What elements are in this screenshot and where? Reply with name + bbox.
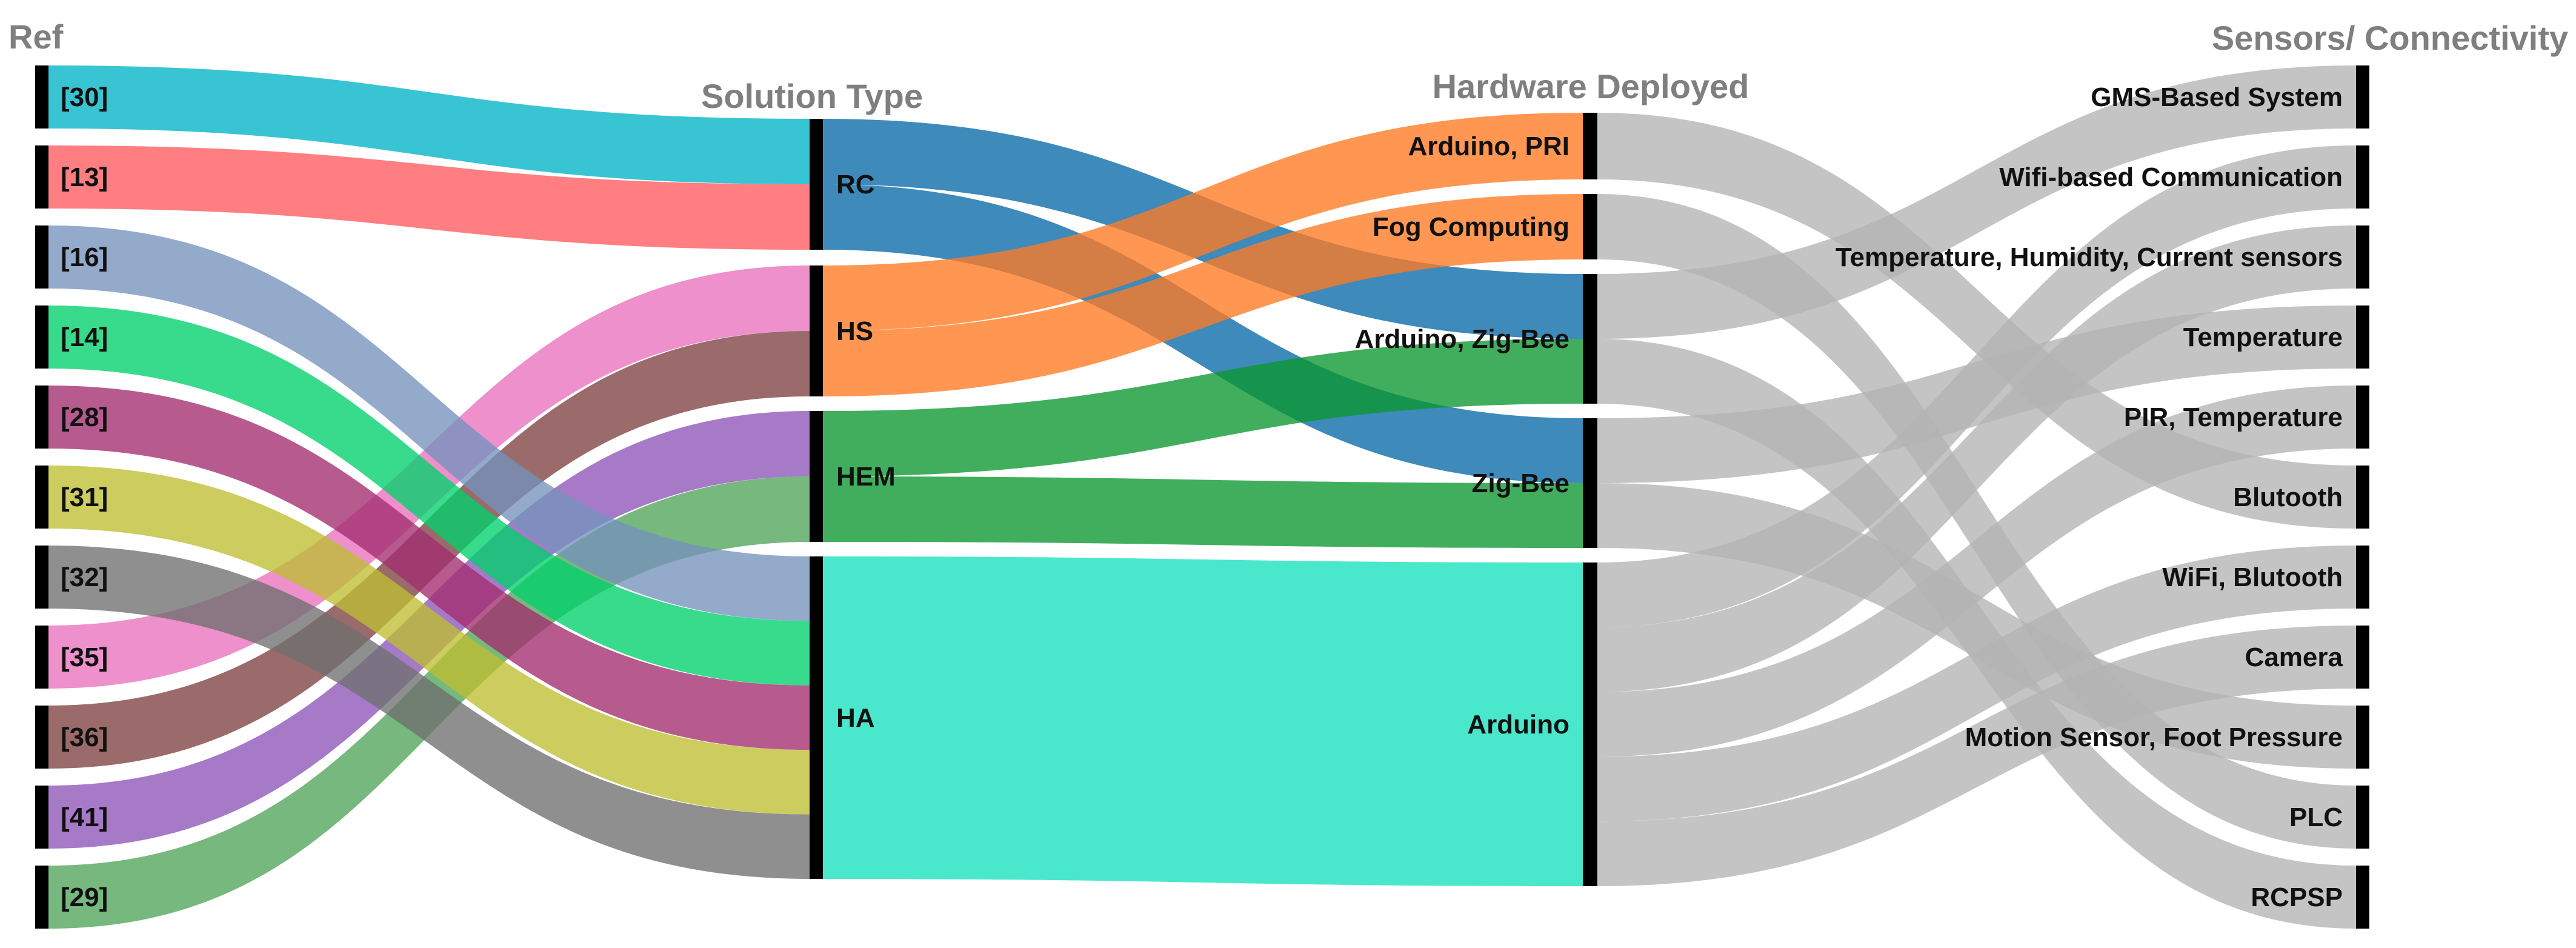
node-label-PIR: PIR, Temperature bbox=[2124, 402, 2343, 432]
link-HEM-to-Zig bbox=[823, 476, 1583, 548]
node-label-r31: [31] bbox=[61, 482, 108, 512]
node-bar-Wifi bbox=[2356, 145, 2369, 209]
nodes-layer bbox=[35, 65, 2369, 929]
link-HS-to-ArdPRI bbox=[823, 113, 1583, 331]
node-label-r36: [36] bbox=[61, 723, 108, 752]
link-r28-to-HA bbox=[48, 386, 810, 750]
link-ArdPRI-to-Blu bbox=[1597, 113, 2356, 529]
node-label-RC: RC bbox=[836, 170, 875, 199]
node-bar-Temp bbox=[2356, 305, 2369, 369]
node-label-HS: HS bbox=[836, 316, 873, 346]
node-label-Motion: Motion Sensor, Foot Pressure bbox=[1965, 723, 2343, 752]
node-bar-PLC bbox=[2356, 786, 2369, 849]
node-label-r28: [28] bbox=[61, 402, 108, 432]
ref-column-header: Ref bbox=[8, 18, 64, 56]
link-Ard-to-Cam bbox=[1597, 626, 2356, 886]
link-HA-to-Ard bbox=[823, 556, 1583, 886]
link-Fog-to-PLC bbox=[1597, 194, 2356, 849]
node-bar-ArdPRI bbox=[1583, 113, 1597, 179]
link-Ard-to-PIR bbox=[1597, 386, 2356, 757]
link-Ard-to-THC bbox=[1597, 225, 2356, 692]
node-label-r35: [35] bbox=[61, 643, 108, 672]
node-label-THC: Temperature, Humidity, Current sensors bbox=[1835, 242, 2343, 272]
node-label-Zig: Zig-Bee bbox=[1472, 469, 1569, 498]
node-bar-r36 bbox=[35, 706, 48, 769]
node-label-Blu: Blutooth bbox=[2233, 482, 2343, 512]
node-label-r13: [13] bbox=[61, 162, 108, 192]
node-bar-r32 bbox=[35, 546, 48, 609]
node-label-RCPSP: RCPSP bbox=[2251, 883, 2343, 912]
node-bar-r14 bbox=[35, 305, 48, 369]
hardware-column-header: Hardware Deployed bbox=[1433, 67, 1749, 105]
node-label-Wifi: Wifi-based Communication bbox=[1999, 162, 2343, 192]
node-bar-r16 bbox=[35, 225, 48, 289]
node-bar-Blu bbox=[2356, 466, 2369, 529]
node-bar-r35 bbox=[35, 626, 48, 689]
node-bar-GMS bbox=[2356, 65, 2369, 129]
links-layer bbox=[48, 65, 2356, 929]
node-bar-r28 bbox=[35, 386, 48, 449]
link-r31-to-HA bbox=[48, 466, 810, 815]
node-bar-RCPSP bbox=[2356, 866, 2369, 929]
node-bar-r30 bbox=[35, 65, 48, 129]
node-bar-RC bbox=[810, 119, 823, 250]
node-bar-ArdZig bbox=[1583, 274, 1597, 404]
node-bar-WiBlu bbox=[2356, 546, 2369, 609]
node-bar-r29 bbox=[35, 866, 48, 929]
node-bar-Cam bbox=[2356, 626, 2369, 689]
node-bar-Zig bbox=[1583, 418, 1597, 548]
node-bar-Ard bbox=[1583, 562, 1597, 886]
node-bar-r13 bbox=[35, 145, 48, 209]
sensors-column-header: Sensors/ Connectivity bbox=[2212, 19, 2568, 57]
node-label-Temp: Temperature bbox=[2183, 322, 2343, 352]
labels-layer: Ref Solution Type Hardware Deployed Sens… bbox=[8, 18, 2568, 912]
node-bar-r31 bbox=[35, 466, 48, 529]
node-bar-r41 bbox=[35, 786, 48, 849]
node-bar-HEM bbox=[810, 411, 823, 542]
node-label-r29: [29] bbox=[61, 883, 108, 912]
node-label-ArdZig: Arduino, Zig-Bee bbox=[1355, 324, 1569, 354]
link-r16-to-HA bbox=[48, 225, 810, 621]
node-label-PLC: PLC bbox=[2289, 803, 2343, 832]
node-bar-HS bbox=[810, 265, 823, 396]
link-Ard-to-Wifi bbox=[1597, 145, 2356, 627]
link-r13-to-RC bbox=[48, 145, 810, 250]
node-label-Ard: Arduino bbox=[1467, 710, 1569, 739]
node-bar-THC bbox=[2356, 225, 2369, 289]
link-ArdZig-to-GMS bbox=[1597, 65, 2356, 339]
node-label-r30: [30] bbox=[61, 82, 108, 112]
node-label-ArdPRI: Arduino, PRI bbox=[1408, 132, 1569, 161]
node-label-r32: [32] bbox=[61, 562, 108, 592]
node-label-GMS: GMS-Based System bbox=[2091, 82, 2343, 112]
link-HEM-to-ArdZig bbox=[823, 339, 1583, 476]
link-r14-to-HA bbox=[48, 305, 810, 686]
link-r32-to-HA bbox=[48, 546, 810, 879]
node-label-r14: [14] bbox=[61, 322, 108, 352]
node-label-HEM: HEM bbox=[836, 462, 896, 492]
node-label-r41: [41] bbox=[61, 803, 108, 832]
node-label-Fog: Fog Computing bbox=[1373, 212, 1569, 242]
link-Ard-to-WiBlu bbox=[1597, 546, 2356, 822]
node-bar-HA bbox=[810, 556, 823, 879]
node-label-WiBlu: WiFi, Blutooth bbox=[2162, 562, 2343, 592]
node-bar-Motion bbox=[2356, 706, 2369, 769]
link-r30-to-RC bbox=[48, 65, 810, 184]
link-HS-to-Fog bbox=[823, 194, 1583, 396]
solution-column-header: Solution Type bbox=[701, 77, 923, 115]
node-label-Cam: Camera bbox=[2245, 643, 2343, 672]
node-label-HA: HA bbox=[836, 703, 875, 733]
node-bar-PIR bbox=[2356, 386, 2369, 449]
node-label-r16: [16] bbox=[61, 242, 108, 272]
node-bar-Fog bbox=[1583, 194, 1597, 259]
